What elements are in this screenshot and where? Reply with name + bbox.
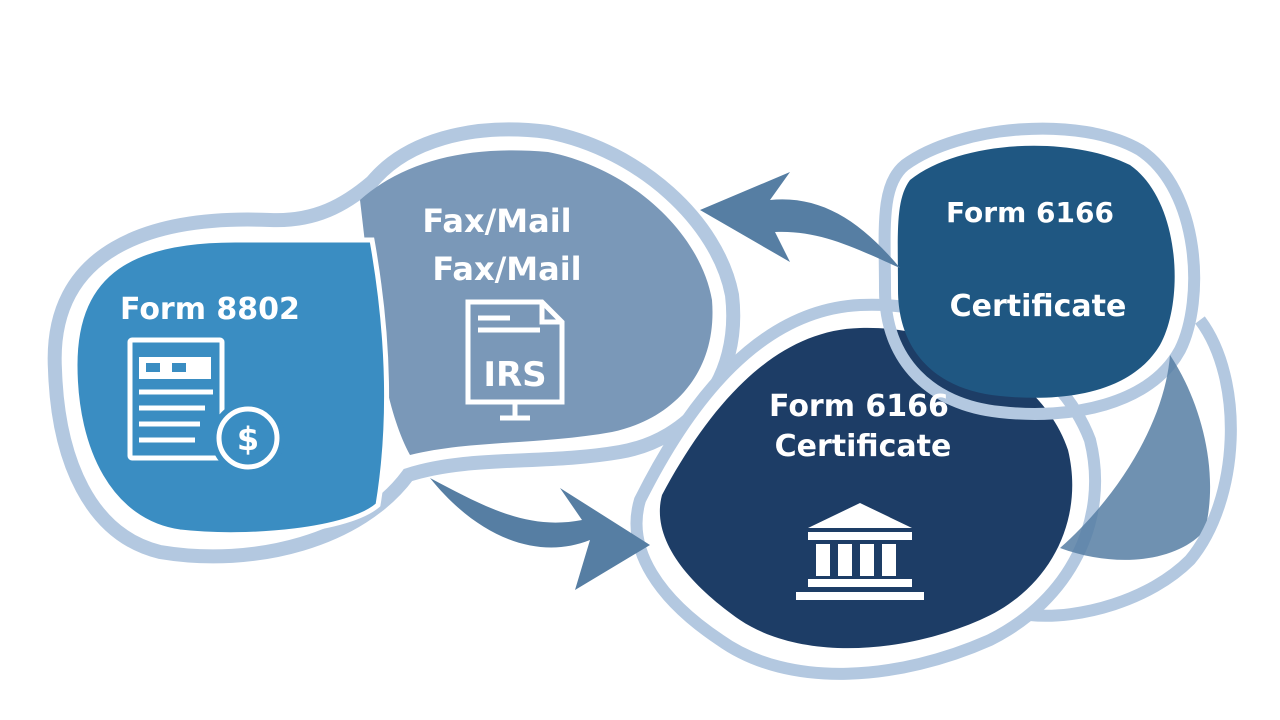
form-8802-blob — [72, 237, 390, 538]
form-6166-top-blob — [897, 145, 1175, 398]
bank-building-icon — [796, 503, 924, 600]
form-6166-certificate-label-line-1: Form 6166 — [769, 389, 949, 424]
form-6166-certificate-label-line-2: Certificate — [775, 429, 952, 464]
right-outer-arc — [1029, 316, 1237, 622]
arrow-right-curve — [1060, 355, 1211, 560]
form-6166-top-label-line-2: Certificate — [950, 289, 1127, 324]
irs-icon-text: IRS — [483, 355, 546, 395]
form-8802-label: Form 8802 — [120, 292, 300, 327]
dollar-sign: $ — [237, 420, 259, 458]
fax-mail-label-line-2: Fax/Mail — [432, 250, 581, 288]
arrow-lower-curve — [430, 478, 650, 590]
outer-outline-top-right — [878, 122, 1201, 420]
irs-document-icon — [465, 299, 565, 421]
fax-mail-label-line-1: Fax/Mail — [422, 202, 571, 240]
form-dollar-icon — [127, 337, 285, 475]
arrow-upper-curve — [700, 172, 900, 268]
form-6166-top-label-line-1: Form 6166 — [946, 196, 1114, 229]
